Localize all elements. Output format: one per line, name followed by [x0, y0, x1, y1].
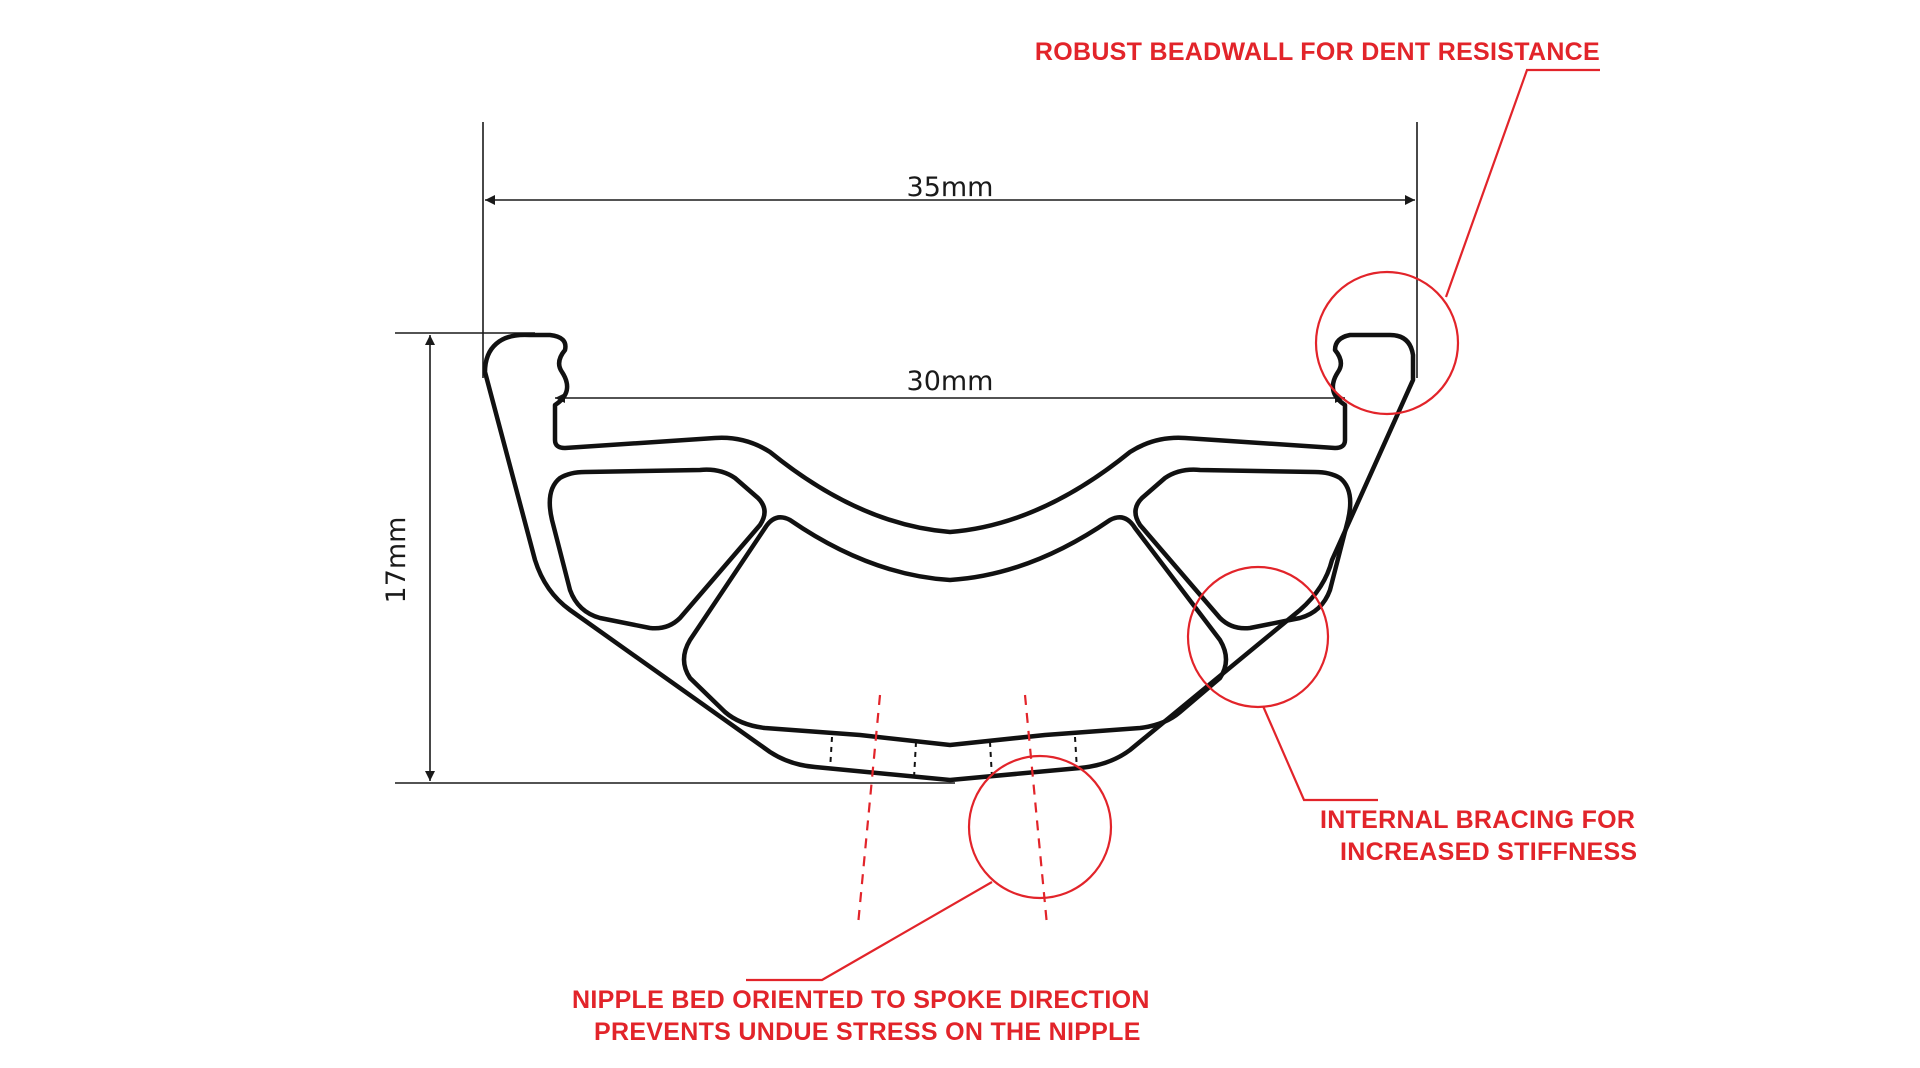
beadwall-leader-line: [1444, 68, 1600, 298]
nipple-bed-black-dash-2: [913, 741, 917, 779]
callout-nipple-bed: NIPPLE BED ORIENTED TO SPOKE DIRECTION P…: [572, 754, 1150, 1046]
height-label: 17mm: [381, 517, 412, 604]
bracing-label-line1: INTERNAL BRACING FOR: [1320, 806, 1635, 834]
outer-width-dimension: 35mm: [482, 122, 1418, 378]
nipple-bed-highlight-circle: [967, 754, 1113, 900]
callout-beadwall: ROBUST BEADWALL FOR DENT RESISTANCE: [1035, 38, 1600, 416]
nipple-bed-lines: [829, 694, 1078, 926]
rim-left-upper-chamber: [547, 467, 767, 631]
outer-width-label: 35mm: [907, 172, 994, 203]
nipple-bed-label-line2: PREVENTS UNDUE STRESS ON THE NIPPLE: [594, 1018, 1141, 1046]
beadwall-highlight-circle: [1314, 270, 1460, 416]
spoke-direction-right: [1023, 694, 1049, 926]
spoke-direction-left: [856, 694, 882, 926]
bracing-highlight-circle: [1186, 565, 1330, 709]
callout-bracing: INTERNAL BRACING FOR INCREASED STIFFNESS: [1186, 565, 1637, 866]
rim-central-chamber: [681, 515, 1229, 748]
rim-right-upper-chamber: [1133, 467, 1353, 631]
nipple-bed-leader-line: [746, 881, 993, 982]
nipple-bed-black-dash-3: [989, 741, 993, 779]
nipple-bed-label-line1: NIPPLE BED ORIENTED TO SPOKE DIRECTION: [572, 986, 1150, 1014]
inner-width-dimension: 30mm: [555, 366, 1345, 403]
rim-profile: [482, 332, 1416, 783]
beadwall-label: ROBUST BEADWALL FOR DENT RESISTANCE: [1035, 38, 1600, 66]
bracing-label-line2: INCREASED STIFFNESS: [1340, 838, 1637, 866]
nipple-bed-black-dash-1: [829, 736, 833, 771]
inner-width-label: 30mm: [907, 366, 994, 397]
height-dimension: 17mm: [381, 332, 955, 784]
bracing-leader-line: [1261, 705, 1378, 802]
rim-outer-contour: [482, 332, 1416, 783]
